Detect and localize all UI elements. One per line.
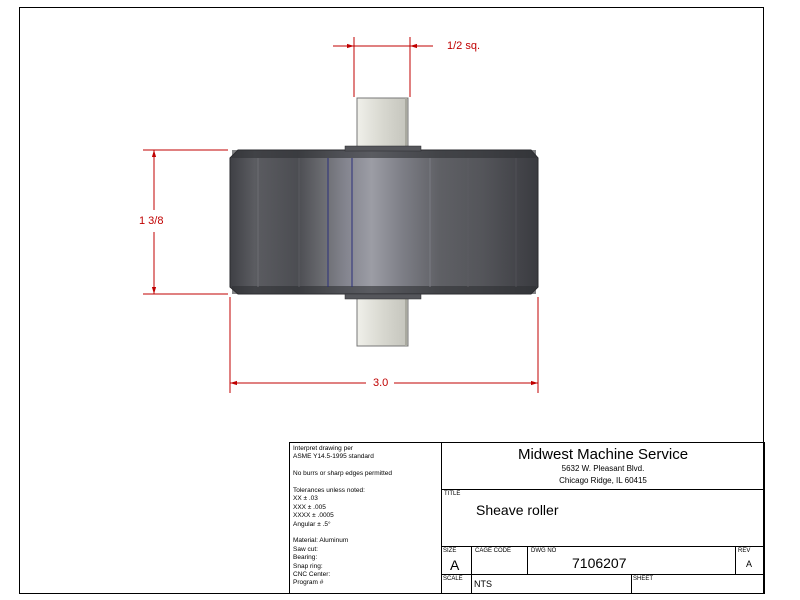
size-value: A [450,557,460,573]
note-line: ASME Y14.5-1995 standard [293,453,374,461]
title-label: TITLE [444,491,461,497]
note-line: Saw cut: [293,545,318,553]
note-line: Angular ± .5° [293,520,331,528]
scale-value: NTS [474,579,492,589]
company-block: Midwest Machine Service 5632 W. Pleasant… [442,443,764,490]
revision-field: REV A [736,547,764,574]
scale-label: SCALE [443,576,463,582]
title-block: Interpret drawing per ASME Y14.5-1995 st… [289,442,765,594]
drawing-number-label: DWG NO [531,548,557,554]
company-address-line2: Chicago Ridge, IL 60415 [559,476,647,485]
dimension-height [143,149,228,295]
note-line: No burrs or sharp edges permitted [293,470,392,478]
size-label: SIZE [443,548,457,554]
dimension-width [333,37,433,97]
drawing-number-value: 7106207 [572,555,627,571]
revision-value: A [746,559,753,569]
note-line: Interpret drawing per [293,445,353,452]
scale-field: NTS [472,575,632,593]
dimension-length [229,297,539,393]
company-address-line1: 5632 W. Pleasant Blvd. [561,464,645,473]
general-notes: Interpret drawing per ASME Y14.5-1995 st… [290,443,442,593]
note-line: Tolerances unless noted: [293,487,365,494]
note-line: Snap ring: [293,562,323,570]
title-block-row-size: SIZE A CAGE CODE DWG NO 7106207 REV A [442,547,764,575]
cage-code-label: CAGE CODE [475,548,512,554]
size-field: SIZE A [442,547,472,574]
roller-body [229,145,539,300]
note-line: Bearing: [293,554,318,562]
dimension-width-label: 1/2 sq. [447,40,481,52]
shaft-bottom [356,292,409,347]
cage-code-field: CAGE CODE [472,547,528,574]
company-name: Midwest Machine Service [517,446,689,463]
note-line: XX ± .03 [293,495,318,503]
title-field: TITLE Sheave roller [442,490,764,547]
scale-label-cell: SCALE [442,575,472,593]
sheet-field: SHEET [632,575,764,593]
dimension-length-label: 3.0 [373,377,389,389]
drawing-number-field: DWG NO 7106207 [528,547,736,574]
shaft-top [356,97,409,152]
note-line: XXXX ± .0005 [293,512,334,520]
title-value: Sheave roller [476,502,559,518]
revision-label: REV [738,548,751,554]
sheet-label: SHEET [633,576,654,582]
note-line: CNC Center: [293,571,331,579]
note-line: Material: Aluminum [293,537,349,545]
dimension-height-label: 1 3/8 [139,215,164,227]
note-line: XXX ± .005 [293,503,326,511]
note-line: Program # [293,579,324,587]
title-block-row-scale: SCALE NTS SHEET [442,575,764,593]
